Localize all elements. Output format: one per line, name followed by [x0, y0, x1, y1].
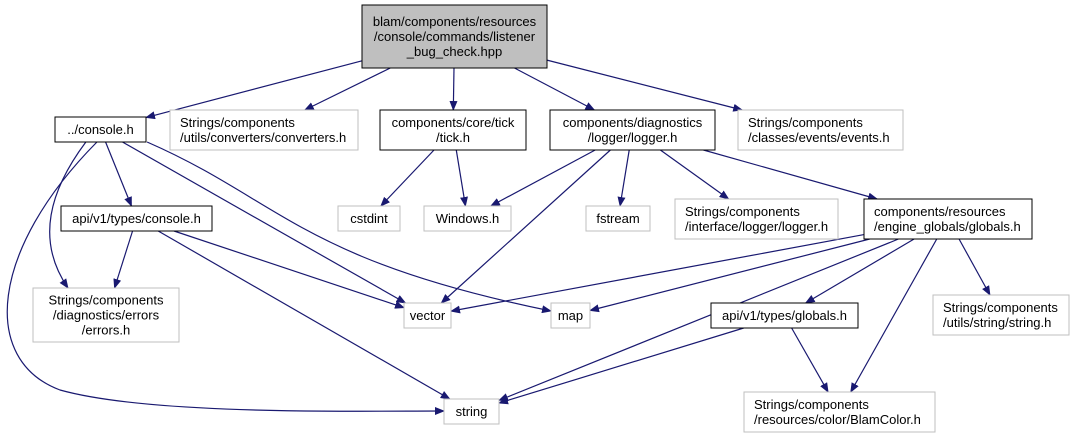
node-api-globals-h[interactable]: api/v1/types/globals.h	[710, 302, 859, 329]
node-iface-logger-h: Strings/components/interface/logger/logg…	[674, 198, 839, 240]
node-label-line: vector	[410, 308, 446, 323]
node-cstdint: cstdint	[337, 205, 401, 232]
node-label-line: /logger/logger.h	[588, 130, 678, 145]
node-tick-h[interactable]: components/core/tick/tick.h	[379, 109, 527, 151]
node-string: string	[443, 398, 500, 425]
node-label-line: /tick.h	[436, 130, 470, 145]
edge-console_h-to-vector	[122, 141, 407, 304]
node-label-line: /diagnostics/errors	[53, 308, 160, 323]
node-windows-h: Windows.h	[423, 205, 512, 232]
node-label-line: api/v1/types/console.h	[72, 211, 201, 226]
node-fstream: fstream	[585, 205, 651, 232]
node-label-line: string	[456, 404, 488, 419]
edge-globals_h-to-vector	[450, 233, 865, 314]
node-label-line: Strings/components	[180, 115, 295, 130]
node-label-line: /console/commands/listener	[374, 29, 536, 44]
node-box	[443, 398, 500, 425]
edge-api_console_h-to-errors_h	[113, 230, 134, 289]
edge-globals_h-to-api_globals_h	[804, 238, 915, 304]
node-box	[585, 205, 651, 232]
edge-api_globals_h-to-blamcolor_h	[791, 327, 829, 393]
node-label-line: fstream	[596, 211, 639, 226]
edge-console_h-to-api_console_h	[104, 141, 133, 207]
node-box	[863, 198, 1033, 240]
node-events-h: Strings/components/classes/events/events…	[737, 109, 904, 151]
node-label-line: /resources/color/BlamColor.h	[754, 412, 921, 427]
edge-logger_h-to-globals_h	[703, 149, 879, 201]
edge-root-to-converters_h	[303, 67, 391, 111]
edge-logger_h-to-fstream	[617, 149, 630, 207]
node-box	[361, 4, 548, 69]
node-label-line: /utils/string/string.h	[943, 315, 1051, 330]
edge-api_console_h-to-string	[157, 230, 451, 400]
node-box	[337, 205, 401, 232]
node-box	[423, 205, 512, 232]
edge-root-to-console_h	[145, 60, 363, 120]
edge-api_console_h-to-vector	[173, 230, 405, 309]
node-string-h: Strings/components/utils/string/string.h	[932, 294, 1070, 336]
node-label-line: map	[558, 308, 583, 323]
edge-globals_h-to-map	[589, 238, 870, 313]
node-box	[32, 287, 180, 343]
node-console-h[interactable]: ../console.h	[54, 116, 147, 143]
node-api-console-h[interactable]: api/v1/types/console.h	[60, 205, 213, 232]
node-label-line: blam/components/resources	[373, 14, 537, 29]
node-label-line: /engine_globals/globals.h	[874, 219, 1021, 234]
edge-console_h-to-map	[146, 141, 552, 314]
node-box	[737, 109, 904, 151]
node-box	[674, 198, 839, 240]
node-map: map	[550, 302, 591, 329]
node-label-line: Strings/components	[748, 115, 863, 130]
node-label-line: ../console.h	[67, 122, 134, 137]
node-globals-h[interactable]: components/resources/engine_globals/glob…	[863, 198, 1033, 240]
edge-root-to-events_h	[546, 59, 744, 112]
edge-tick_h-to-windows_h	[455, 149, 468, 207]
node-label-line: /utils/converters/converters.h	[180, 130, 346, 145]
node-box	[550, 302, 591, 329]
node-blamcolor-h: Strings/components/resources/color/BlamC…	[743, 391, 936, 433]
node-label-line: /interface/logger/logger.h	[685, 219, 828, 234]
node-label-line: components/diagnostics	[563, 115, 703, 130]
node-label-line: Strings/components	[943, 300, 1058, 315]
node-label-line: _bug_check.hpp	[406, 44, 502, 59]
node-label-line: components/core/tick	[392, 115, 515, 130]
edge-console_h-to-string	[6, 141, 445, 416]
node-box	[54, 116, 147, 143]
node-label-line: Strings/components	[685, 204, 800, 219]
node-logger-h[interactable]: components/diagnostics/logger/logger.h	[549, 109, 716, 151]
edge-root-to-tick_h	[449, 67, 458, 111]
node-box	[169, 109, 359, 151]
node-root[interactable]: blam/components/resources/console/comman…	[361, 4, 548, 69]
edge-globals_h-to-string_h	[958, 238, 991, 296]
node-label-line: /classes/events/events.h	[748, 130, 890, 145]
node-label-line: components/resources	[874, 204, 1006, 219]
edge-api_globals_h-to-string	[498, 327, 744, 405]
edge-logger_h-to-iface_logger_h	[660, 149, 730, 200]
node-errors-h: Strings/components/diagnostics/errors/er…	[32, 287, 180, 343]
edge-globals_h-to-blamcolor_h	[850, 238, 938, 393]
node-label-line: Strings/components	[754, 397, 869, 412]
node-box	[60, 205, 213, 232]
node-box	[710, 302, 859, 329]
node-label-line: Windows.h	[436, 211, 500, 226]
node-box	[743, 391, 936, 433]
edge-root-to-logger_h	[514, 67, 596, 111]
node-box	[379, 109, 527, 151]
edge-globals_h-to-string	[498, 238, 899, 401]
node-converters-h: Strings/components/utils/converters/conv…	[169, 109, 359, 151]
edge-logger_h-to-windows_h	[489, 149, 596, 207]
edge-logger_h-to-vector	[440, 149, 611, 304]
node-label-line: /errors.h	[82, 323, 130, 338]
edge-tick_h-to-cstdint	[380, 149, 435, 207]
node-vector: vector	[403, 302, 452, 329]
node-label-line: cstdint	[350, 211, 388, 226]
node-box	[403, 302, 452, 329]
node-label-line: api/v1/types/globals.h	[722, 308, 847, 323]
node-box	[932, 294, 1070, 336]
edge-console_h-to-errors_h	[49, 141, 87, 289]
node-box	[549, 109, 716, 151]
node-label-line: Strings/components	[49, 293, 164, 308]
